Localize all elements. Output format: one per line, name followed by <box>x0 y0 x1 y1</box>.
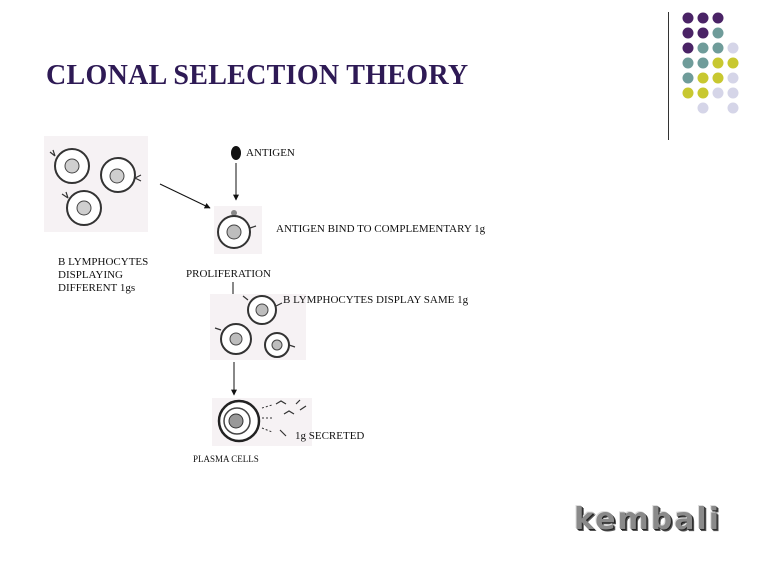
decor-dot <box>682 87 694 99</box>
decor-dot <box>712 27 724 39</box>
b-lymphocyte-cell <box>49 148 90 184</box>
decor-divider <box>668 12 669 140</box>
selection-arrow <box>159 183 211 209</box>
decor-dot <box>697 42 709 54</box>
decor-dot <box>697 87 709 99</box>
decor-dot <box>712 87 724 99</box>
antigen-label: ANTIGEN <box>246 147 295 159</box>
decor-dot <box>697 72 709 84</box>
decor-dot <box>682 27 694 39</box>
decor-dot <box>682 12 694 24</box>
b-lymphocyte-cell <box>61 190 102 226</box>
decor-dot <box>682 57 694 69</box>
proliferation-label: PROLIFERATION <box>186 268 271 280</box>
decor-dot <box>727 87 739 99</box>
slide-title: CLONAL SELECTION THEORY <box>46 60 469 91</box>
decor-dot <box>727 42 739 54</box>
plasma-cell <box>212 398 312 446</box>
selected-b-cell <box>214 206 262 254</box>
b-lymphocytes-caption: B LYMPHOCYTES DISPLAYING DIFFERENT 1gs <box>58 256 178 295</box>
antigen-marker <box>231 146 241 160</box>
caption-line: DISPLAYING <box>58 269 123 281</box>
decor-dot <box>682 72 694 84</box>
plasma-cells-label: PLASMA CELLS <box>193 454 259 464</box>
cloned-b-cells <box>210 294 306 360</box>
decor-dot <box>697 27 709 39</box>
decor-dot-grid <box>682 12 739 114</box>
decor-dot <box>712 12 724 24</box>
decor-dot <box>697 12 709 24</box>
b-lymphocyte-cell <box>100 157 142 193</box>
ig-secreted-label: 1g SECRETED <box>295 430 365 442</box>
decor-dot <box>727 57 739 69</box>
decor-dot <box>697 57 709 69</box>
kembali-logo: kembali <box>574 502 722 537</box>
antigen-bind-label: ANTIGEN BIND TO COMPLEMENTARY 1g <box>276 223 486 235</box>
decor-dot <box>712 57 724 69</box>
decor-dot <box>682 42 694 54</box>
b-display-same-label: B LYMPHOCYTES DISPLAY SAME 1g <box>283 294 469 306</box>
decor-dot <box>712 42 724 54</box>
decor-dot <box>727 102 739 114</box>
caption-line: B LYMPHOCYTES <box>58 256 149 268</box>
decor-dot <box>712 72 724 84</box>
decor-dot <box>697 102 709 114</box>
b-lymphocytes-group <box>44 136 148 232</box>
decor-dot <box>727 72 739 84</box>
caption-line: DIFFERENT 1gs <box>58 282 136 294</box>
